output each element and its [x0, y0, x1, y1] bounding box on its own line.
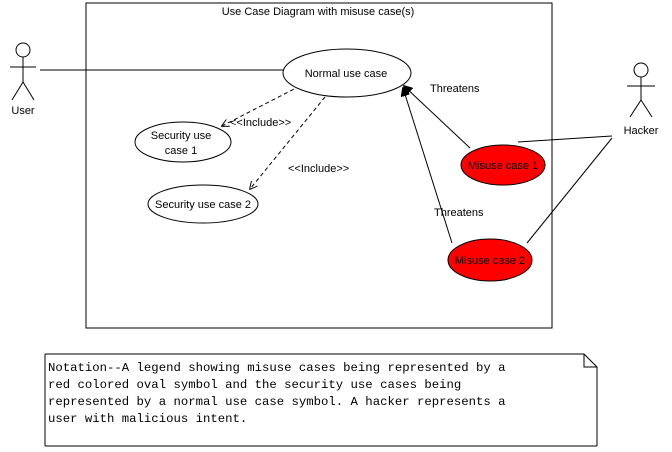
normal-use-case	[282, 48, 412, 98]
notation-line-3: represented by a normal use case symbol.…	[48, 395, 506, 409]
notation-note-fold	[583, 354, 597, 368]
notation-line-4: user with malicious intent.	[48, 412, 247, 426]
security-use-case-1-label-line1: Security use	[151, 130, 212, 142]
threatens-label-1: Threatens	[430, 83, 480, 95]
hacker-misuse2-line	[526, 137, 613, 244]
user-actor-label: User	[11, 105, 35, 117]
include-label-2: <<Include>>	[288, 163, 349, 175]
user-actor	[10, 42, 36, 101]
misuse-case-1-label: Misuse case 1	[468, 160, 538, 172]
threatens-arrow-2	[403, 88, 453, 244]
include-label-1: <<Include>>	[230, 117, 291, 129]
misuse-case-1	[460, 144, 546, 186]
threatens-arrow-1	[404, 86, 471, 149]
include-arrow-1	[222, 85, 301, 126]
diagram-title: Use Case Diagram with misuse case(s)	[222, 6, 415, 18]
security-use-case-1-label-line2: case 1	[165, 145, 197, 157]
hacker-actor-label: Hacker	[624, 125, 659, 137]
notation-line-1: Notation--A legend showing misuse cases …	[48, 361, 506, 375]
security-use-case-1	[134, 121, 232, 163]
misuse-case-2	[447, 238, 533, 282]
notation-line-2: red colored oval symbol and the security…	[48, 378, 461, 392]
notation-note	[45, 353, 598, 446]
misuse-case-2-label: Misuse case 2	[455, 255, 525, 267]
normal-use-case-label: Normal use case	[305, 68, 388, 80]
security-use-case-2	[147, 184, 259, 224]
include-arrow-2	[250, 96, 326, 189]
threatens-label-2: Threatens	[434, 207, 484, 219]
hacker-actor	[627, 62, 655, 118]
security-use-case-2-label: Security use case 2	[155, 199, 251, 211]
hacker-misuse1-line	[517, 135, 613, 143]
